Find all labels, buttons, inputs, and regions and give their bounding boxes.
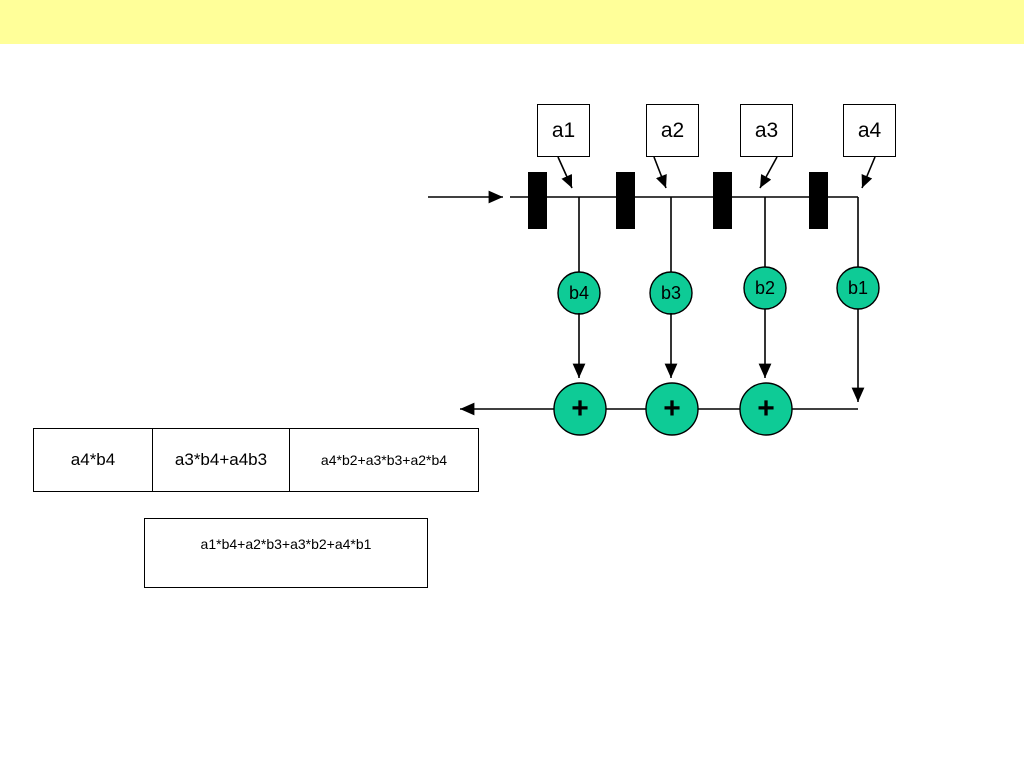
result-cell-2[interactable]: a3*b4+a4b3: [152, 428, 290, 492]
tap-box-a3[interactable]: a3: [740, 104, 793, 157]
tap-arrow-a2: [653, 156, 667, 189]
delay-block-4: [809, 172, 828, 229]
adder-node-1: [553, 382, 607, 436]
result-cell-1-text: a4*b4: [70, 450, 116, 469]
delay-block-3: [713, 172, 732, 229]
tap-label-a3: a3: [754, 118, 779, 142]
tap-box-a1[interactable]: a1: [537, 104, 590, 157]
tap-arrow-a4: [861, 156, 876, 189]
delay-block-2: [616, 172, 635, 229]
tap-box-a2[interactable]: a2: [646, 104, 699, 157]
top-banner: [0, 0, 1024, 44]
multiplier-node-b3: [649, 271, 693, 315]
multiplier-node-b1: [836, 266, 880, 310]
tap-label-a1: a1: [551, 118, 576, 142]
adder-node-3: [739, 382, 793, 436]
result-cell-3-text: a4*b2+a3*b3+a2*b4: [320, 452, 448, 468]
tap-label-a2: a2: [660, 118, 685, 142]
delay-block-1: [528, 172, 547, 229]
final-result-box[interactable]: a1*b4+a2*b3+a3*b2+a4*b1: [144, 518, 428, 588]
final-result-text: a1*b4+a2*b3+a3*b2+a4*b1: [200, 536, 372, 552]
multiplier-node-b4: [557, 271, 601, 315]
tap-arrow-a1: [557, 156, 573, 189]
result-cell-3[interactable]: a4*b2+a3*b3+a2*b4: [289, 428, 479, 492]
multiplier-node-b2: [743, 266, 787, 310]
adder-node-2: [645, 382, 699, 436]
tap-box-a4[interactable]: a4: [843, 104, 896, 157]
tap-label-a4: a4: [857, 118, 882, 142]
result-cell-1[interactable]: a4*b4: [33, 428, 153, 492]
result-cell-2-text: a3*b4+a4b3: [174, 450, 268, 469]
tap-arrow-a3: [759, 156, 778, 189]
